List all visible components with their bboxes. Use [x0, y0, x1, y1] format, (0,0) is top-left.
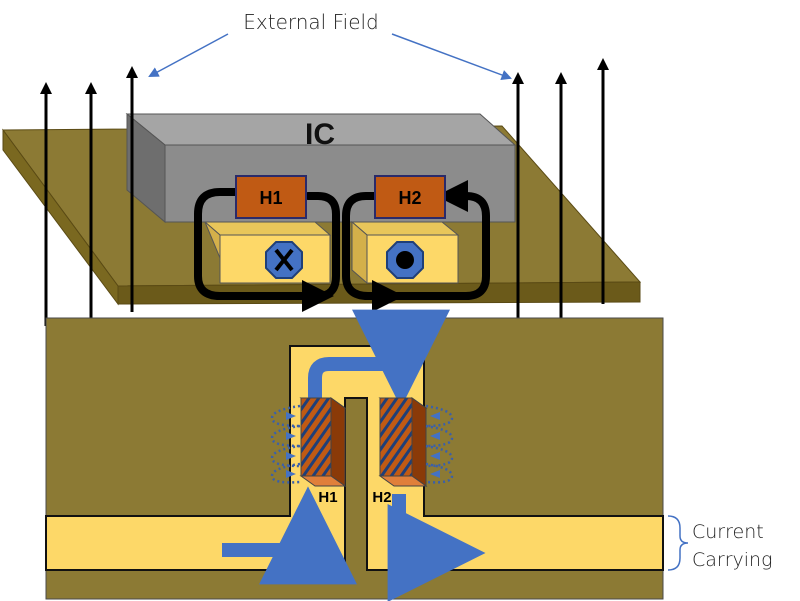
field-rings-right	[425, 404, 454, 484]
current-carrying-brace	[667, 515, 689, 571]
hall-sensor-h1-top: H1	[235, 175, 307, 219]
h1-bottom-label: H1	[318, 489, 337, 506]
external-field-arrows-left	[40, 66, 138, 326]
hall-sensor-h2-bottom: H2	[372, 397, 428, 506]
field-loop-left	[194, 188, 340, 312]
external-field-pointer-left	[148, 33, 229, 77]
external-field-pointer-right	[391, 33, 512, 80]
out-of-page-icon	[386, 241, 424, 279]
field-loop-right	[342, 180, 490, 312]
hall-sensor-h2-top: H2	[374, 175, 446, 219]
ic-package: IC	[125, 112, 517, 224]
external-field-arrows-right	[512, 58, 609, 320]
h2-top-label: H2	[398, 188, 421, 208]
hall-sensor-h1-bottom: H1	[299, 397, 347, 506]
current-carrying-label-line1: Current	[692, 521, 764, 543]
into-page-icon	[265, 241, 303, 279]
external-field-label: External Field	[243, 10, 379, 34]
h2-bottom-label: H2	[372, 489, 391, 506]
field-rings-left	[270, 404, 301, 484]
ic-label: IC	[305, 118, 335, 151]
current-flow-arrows	[222, 309, 486, 601]
field-ring-arrowheads	[286, 412, 440, 478]
h1-top-label: H1	[259, 188, 282, 208]
current-carrying-label-line2: Carrying	[692, 549, 773, 571]
